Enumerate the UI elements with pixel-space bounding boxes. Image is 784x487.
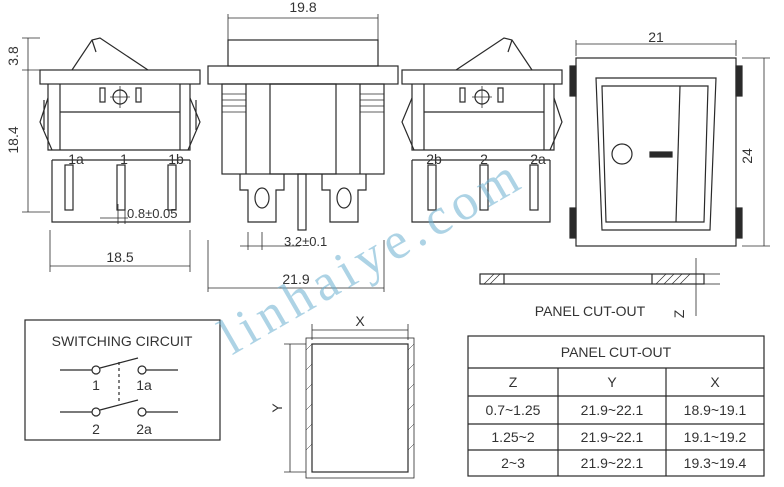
terminal-label: 2 [480, 151, 488, 167]
table-cell: 19.1~19.2 [684, 429, 747, 445]
switching-circuit-box [24, 319, 221, 441]
table-cell: 21.9~22.1 [581, 455, 644, 471]
dim-pin-pitch: 0.8±0.05 [127, 206, 178, 221]
switching-circuit-title: SWITCHING CIRCUIT [52, 333, 193, 349]
dim-front-height: 24 [739, 148, 755, 164]
dim-front-width: 21 [648, 29, 664, 45]
terminal-label: 1b [168, 151, 184, 167]
table-cell: 1.25~2 [491, 429, 534, 445]
table-title: PANEL CUT-OUT [561, 344, 672, 360]
cutout-table-grid [467, 335, 765, 477]
dim-cutout-x: X [355, 313, 365, 329]
table-cell: 21.9~22.1 [581, 402, 644, 418]
dim-panel-z: Z [671, 309, 687, 318]
dim-overall-width: 21.9 [282, 271, 309, 287]
dim-actuator-height: 3.8 [5, 46, 21, 66]
middle-view [207, 39, 399, 231]
middle-dims [207, 14, 385, 292]
right-side-view [401, 37, 563, 223]
terminal-label: 2a [530, 151, 546, 167]
terminal-label: 1 [120, 151, 128, 167]
dim-left-base-width: 18.5 [106, 249, 133, 265]
left-side-view [39, 37, 201, 224]
table-header: Y [607, 374, 617, 390]
front-panel-view [569, 57, 743, 247]
panel-cutout-bar [479, 258, 720, 316]
terminal-label: 1a [68, 151, 84, 167]
circuit-terminal-1: 1 [92, 377, 100, 393]
table-header: X [710, 374, 720, 390]
left-height-dims [22, 37, 191, 272]
watermark: linhaiye.com [209, 146, 534, 366]
dim-pin-spacing: 3.2±0.1 [284, 234, 327, 249]
table-cell: 19.3~19.4 [684, 455, 747, 471]
front-dims [575, 40, 770, 247]
circuit-terminal-2a: 2a [136, 421, 152, 437]
table-cell: 18.9~19.1 [684, 402, 747, 418]
table-header: Z [509, 374, 518, 390]
dim-top-width: 19.8 [289, 0, 316, 15]
panel-cutout-label: PANEL CUT-OUT [535, 303, 646, 319]
circuit-terminal-2: 2 [92, 421, 100, 437]
table-cell: 0.7~1.25 [486, 402, 541, 418]
circuit-terminal-1a: 1a [136, 377, 152, 393]
dim-body-height: 18.4 [5, 126, 21, 153]
table-cell: 21.9~22.1 [581, 429, 644, 445]
cutout-hole-drawing [284, 324, 415, 479]
table-cell: 2~3 [501, 455, 525, 471]
dim-cutout-y: Y [269, 403, 285, 413]
terminal-label: 2b [426, 151, 442, 167]
